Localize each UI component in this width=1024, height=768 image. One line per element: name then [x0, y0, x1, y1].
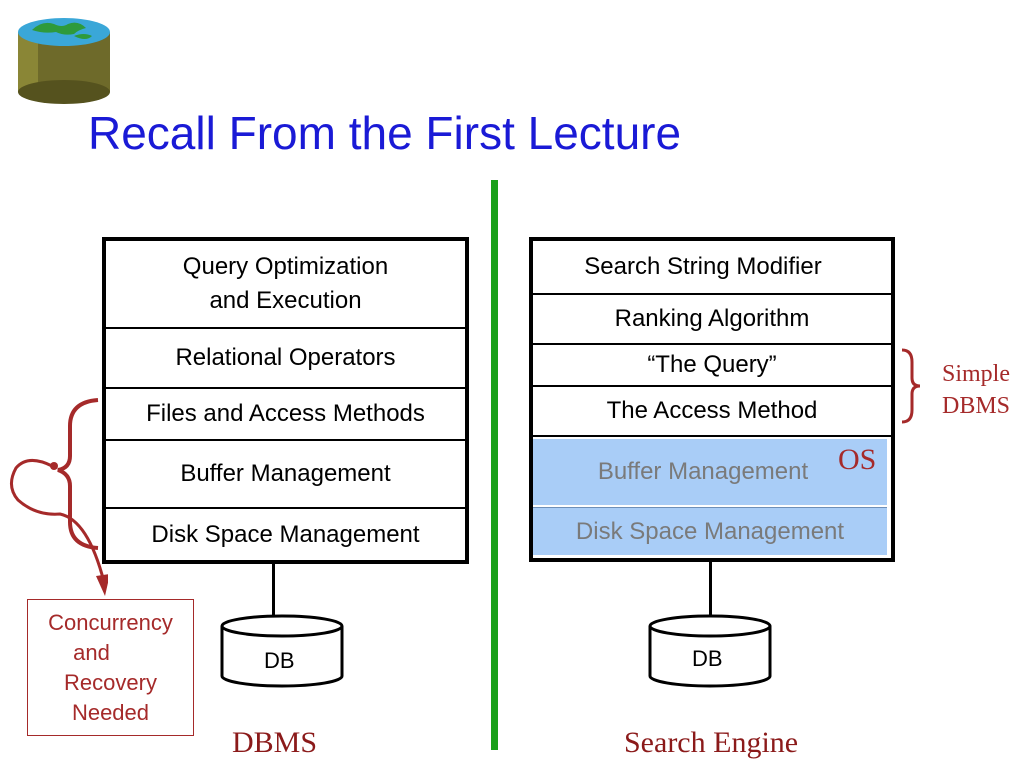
- search-db-label: DB: [692, 646, 723, 671]
- search-engine-stack: Search String Modifier Ranking Algorithm…: [529, 237, 895, 562]
- simple-dbms-label: Simple DBMS: [926, 358, 1024, 422]
- layer-label: Buffer Management: [597, 458, 809, 485]
- layer-label: Relational Operators: [175, 344, 396, 371]
- layer-label: Files and Access Methods: [146, 400, 425, 427]
- search-connector: [709, 560, 712, 618]
- dbms-connector: [272, 562, 275, 618]
- layer-label: Buffer Management: [180, 460, 391, 487]
- dbms-db-cylinder-icon: [220, 614, 344, 688]
- layer-search-string-modifier: Search String Modifier: [533, 241, 891, 295]
- layer-ranking-algorithm: Ranking Algorithm: [533, 295, 891, 345]
- note-line: Concurrency: [48, 609, 173, 635]
- layer-files-access-methods: Files and Access Methods: [106, 389, 465, 441]
- concurrency-note: Concurrency and Recovery Needed: [27, 599, 194, 736]
- simple-dbms-line1: Simple: [941, 361, 1010, 387]
- layer-label: Disk Space Management: [151, 520, 420, 548]
- note-line: Needed: [71, 699, 150, 725]
- layer-label: “The Query”: [647, 351, 777, 378]
- layer-relational-operators: Relational Operators: [106, 329, 465, 389]
- search-db-cylinder-icon: [648, 614, 772, 688]
- globe-logo-icon: [18, 18, 110, 104]
- simple-dbms-line2: DBMS: [941, 393, 1011, 419]
- concurrency-brace-arrow-icon: [10, 398, 108, 596]
- slide-title: Recall From the First Lecture: [88, 107, 682, 159]
- layer-label: Query Optimization: [182, 253, 389, 280]
- layer-label: and Execution: [209, 287, 362, 314]
- note-line: and: [73, 639, 110, 665]
- layer-access-method: The Access Method: [533, 387, 891, 437]
- layer-label: Search String Modifier: [584, 253, 822, 280]
- layer-the-query: “The Query”: [533, 345, 891, 387]
- layer-buffer-management: Buffer Management: [106, 441, 465, 509]
- os-label: OS: [838, 443, 877, 476]
- dbms-db-label: DB: [264, 648, 295, 673]
- layer-query-optimization: Query Optimization and Execution: [106, 241, 465, 329]
- search-engine-footer-label: Search Engine: [624, 726, 799, 759]
- layer-os-disk-space-management: Disk Space Management: [533, 507, 887, 555]
- note-line: Recovery: [64, 669, 157, 695]
- simple-dbms-brace-icon: [901, 348, 921, 424]
- dbms-footer-label: DBMS: [232, 726, 318, 759]
- layer-label: Disk Space Management: [575, 517, 845, 545]
- divider-line: [491, 180, 498, 750]
- layer-os-buffer-management: Buffer Management: [533, 439, 887, 505]
- layer-disk-space-management: Disk Space Management: [106, 509, 465, 560]
- dbms-stack: Query Optimization and Execution Relatio…: [102, 237, 469, 564]
- layer-label: Ranking Algorithm: [614, 305, 810, 332]
- layer-label: The Access Method: [606, 397, 818, 424]
